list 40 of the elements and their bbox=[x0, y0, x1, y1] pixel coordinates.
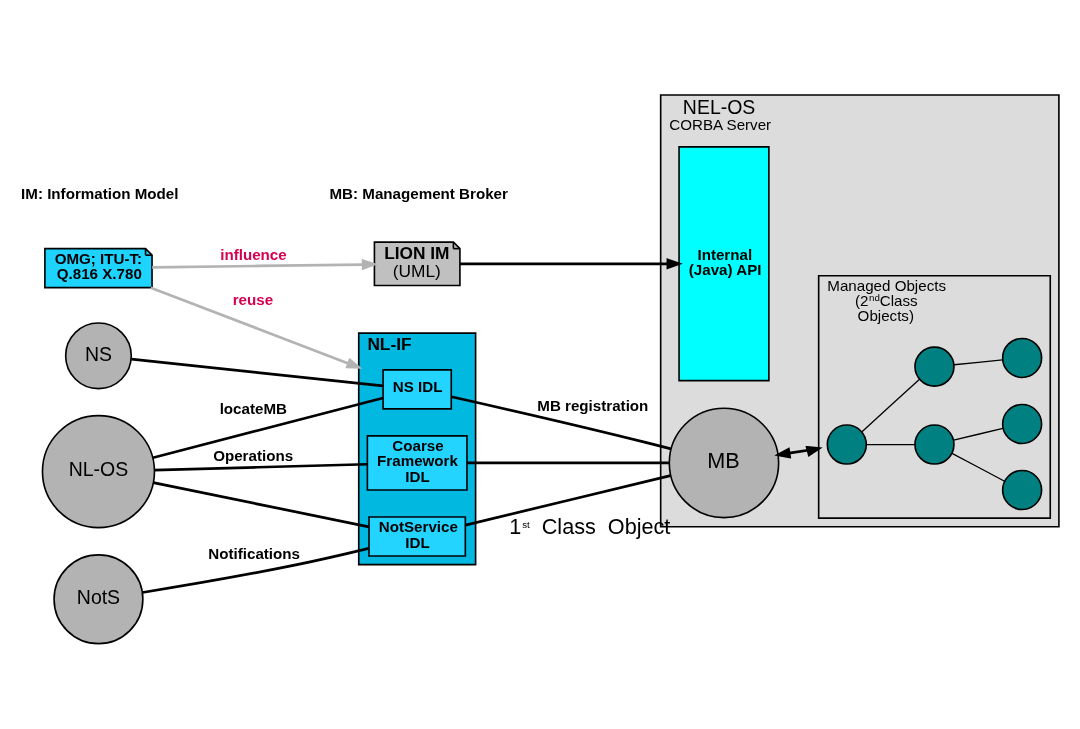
connector bbox=[953, 427, 1004, 441]
edge-label: locateMB bbox=[219, 399, 287, 417]
cluster: Managed Objects (2$^{nd}$Class Objects) bbox=[817, 274, 1052, 519]
node-circle bbox=[1001, 469, 1043, 510]
node-circle bbox=[826, 423, 868, 465]
arrow bbox=[459, 257, 683, 269]
connector bbox=[861, 378, 921, 432]
connector bbox=[865, 443, 916, 445]
connector bbox=[953, 358, 1004, 365]
arrow bbox=[150, 286, 363, 369]
node-circle bbox=[914, 423, 955, 465]
connector bbox=[152, 480, 370, 528]
node-circle bbox=[1001, 337, 1043, 378]
node-box: NotService IDL bbox=[368, 515, 467, 557]
arrow bbox=[774, 445, 823, 459]
node-box: Internal (Java) API bbox=[678, 145, 770, 381]
edge-label: Operations bbox=[213, 446, 294, 464]
arrow bbox=[152, 258, 379, 270]
edge-label: MB registration bbox=[537, 396, 649, 414]
label: MB: Management Broker bbox=[329, 184, 508, 202]
connector bbox=[951, 452, 1006, 482]
label: IM: Information Model bbox=[21, 184, 179, 202]
node-circle: MB bbox=[668, 406, 780, 518]
connector bbox=[142, 546, 370, 594]
connector bbox=[131, 357, 384, 387]
node-circle: NotS bbox=[53, 553, 144, 644]
edge-label: influence bbox=[220, 245, 287, 263]
edge-label: Notifications bbox=[208, 544, 300, 562]
connector bbox=[467, 461, 669, 464]
edge-label: reuse bbox=[232, 290, 274, 308]
connector bbox=[152, 396, 384, 459]
node-box: NS IDL bbox=[382, 368, 453, 410]
node-circle: NS bbox=[64, 321, 133, 389]
node-circle bbox=[914, 345, 955, 387]
connector bbox=[451, 394, 672, 450]
node-box: Coarse Framework IDL bbox=[366, 434, 468, 491]
node-circle: NL-OS bbox=[41, 414, 156, 528]
connector bbox=[465, 473, 671, 526]
node-circle bbox=[1001, 403, 1043, 444]
connector bbox=[154, 462, 368, 471]
